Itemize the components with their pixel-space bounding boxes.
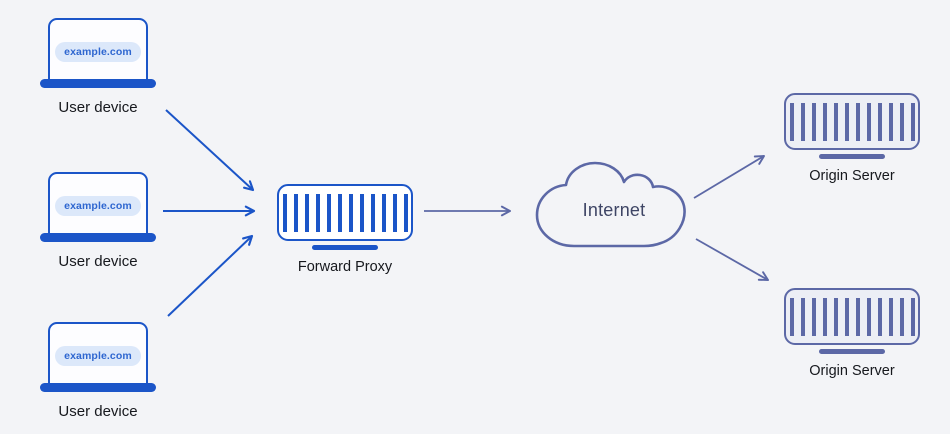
forward-proxy-node: Forward Proxy	[277, 184, 413, 275]
origin-server-label: Origin Server	[809, 363, 895, 379]
user-device-3: example.com User device	[40, 322, 156, 420]
laptop-icon: example.com	[48, 18, 148, 85]
arrow-internet-to-origin2	[695, 238, 769, 281]
browser-url-pill: example.com	[55, 345, 141, 366]
server-vents-icon	[282, 193, 408, 232]
forward-proxy-label: Forward Proxy	[297, 259, 393, 275]
user-device-label: User device	[58, 403, 138, 420]
browser-url-pill: example.com	[55, 195, 141, 216]
origin-server-2: Origin Server	[784, 288, 920, 379]
server-stand	[819, 348, 885, 354]
server-vents-icon	[789, 102, 915, 141]
server-stand	[819, 153, 885, 159]
internet-label: Internet	[582, 200, 646, 220]
user-device-label: User device	[58, 253, 138, 270]
server-stand	[312, 244, 378, 250]
rack-server-icon	[784, 93, 920, 150]
laptop-base	[40, 79, 156, 88]
laptop-icon: example.com	[48, 172, 148, 239]
laptop-base	[40, 383, 156, 392]
arrow-device3-to-proxy	[167, 234, 254, 317]
origin-server-label: Origin Server	[809, 168, 895, 184]
rack-server-icon	[784, 288, 920, 345]
server-vents-icon	[789, 297, 915, 336]
laptop-base	[40, 233, 156, 242]
laptop-icon: example.com	[48, 322, 148, 389]
origin-server-1: Origin Server	[784, 93, 920, 184]
cloud-icon	[535, 161, 686, 248]
user-device-2: example.com User device	[40, 172, 156, 270]
user-device-label: User device	[58, 99, 138, 116]
arrow-internet-to-origin1	[693, 155, 765, 199]
arrow-device1-to-proxy	[165, 109, 255, 192]
browser-url-pill: example.com	[55, 41, 141, 62]
user-device-1: example.com User device	[40, 18, 156, 116]
rack-server-icon	[277, 184, 413, 241]
